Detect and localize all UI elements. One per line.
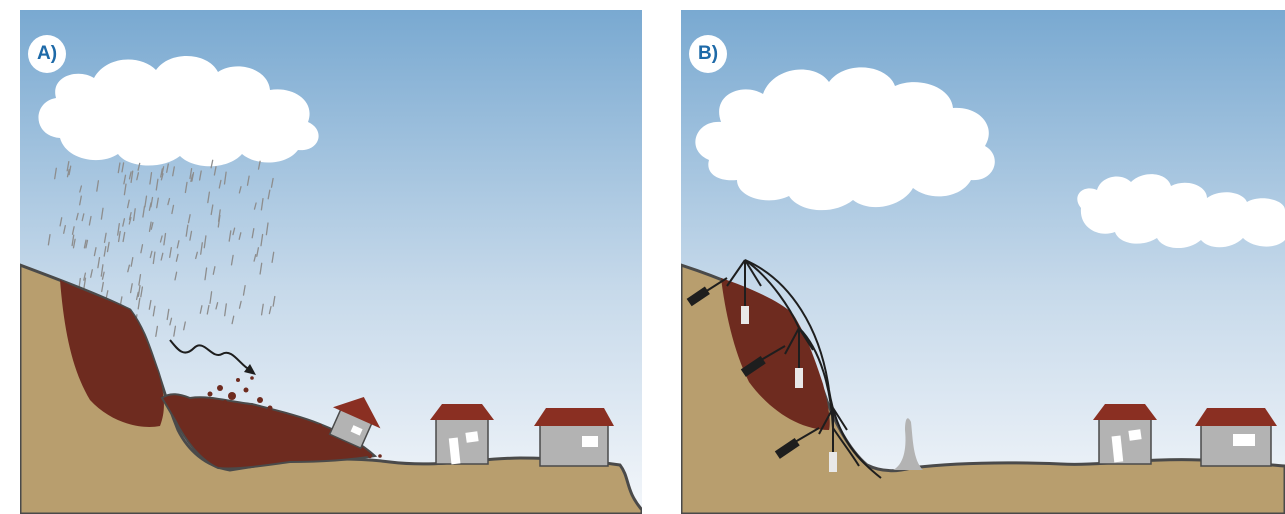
panel-b-monitoring: B) [681,10,1285,514]
house-icon [1093,404,1157,464]
house-icon [1195,408,1277,466]
panel-a-landslide: A) [20,10,642,514]
panel-a-scene [20,10,642,514]
panel-label-b: B) [689,35,727,73]
house-icon [534,408,614,466]
house-icon [430,404,494,464]
panel-label-a: A) [28,35,66,73]
panel-b-scene [681,10,1285,514]
